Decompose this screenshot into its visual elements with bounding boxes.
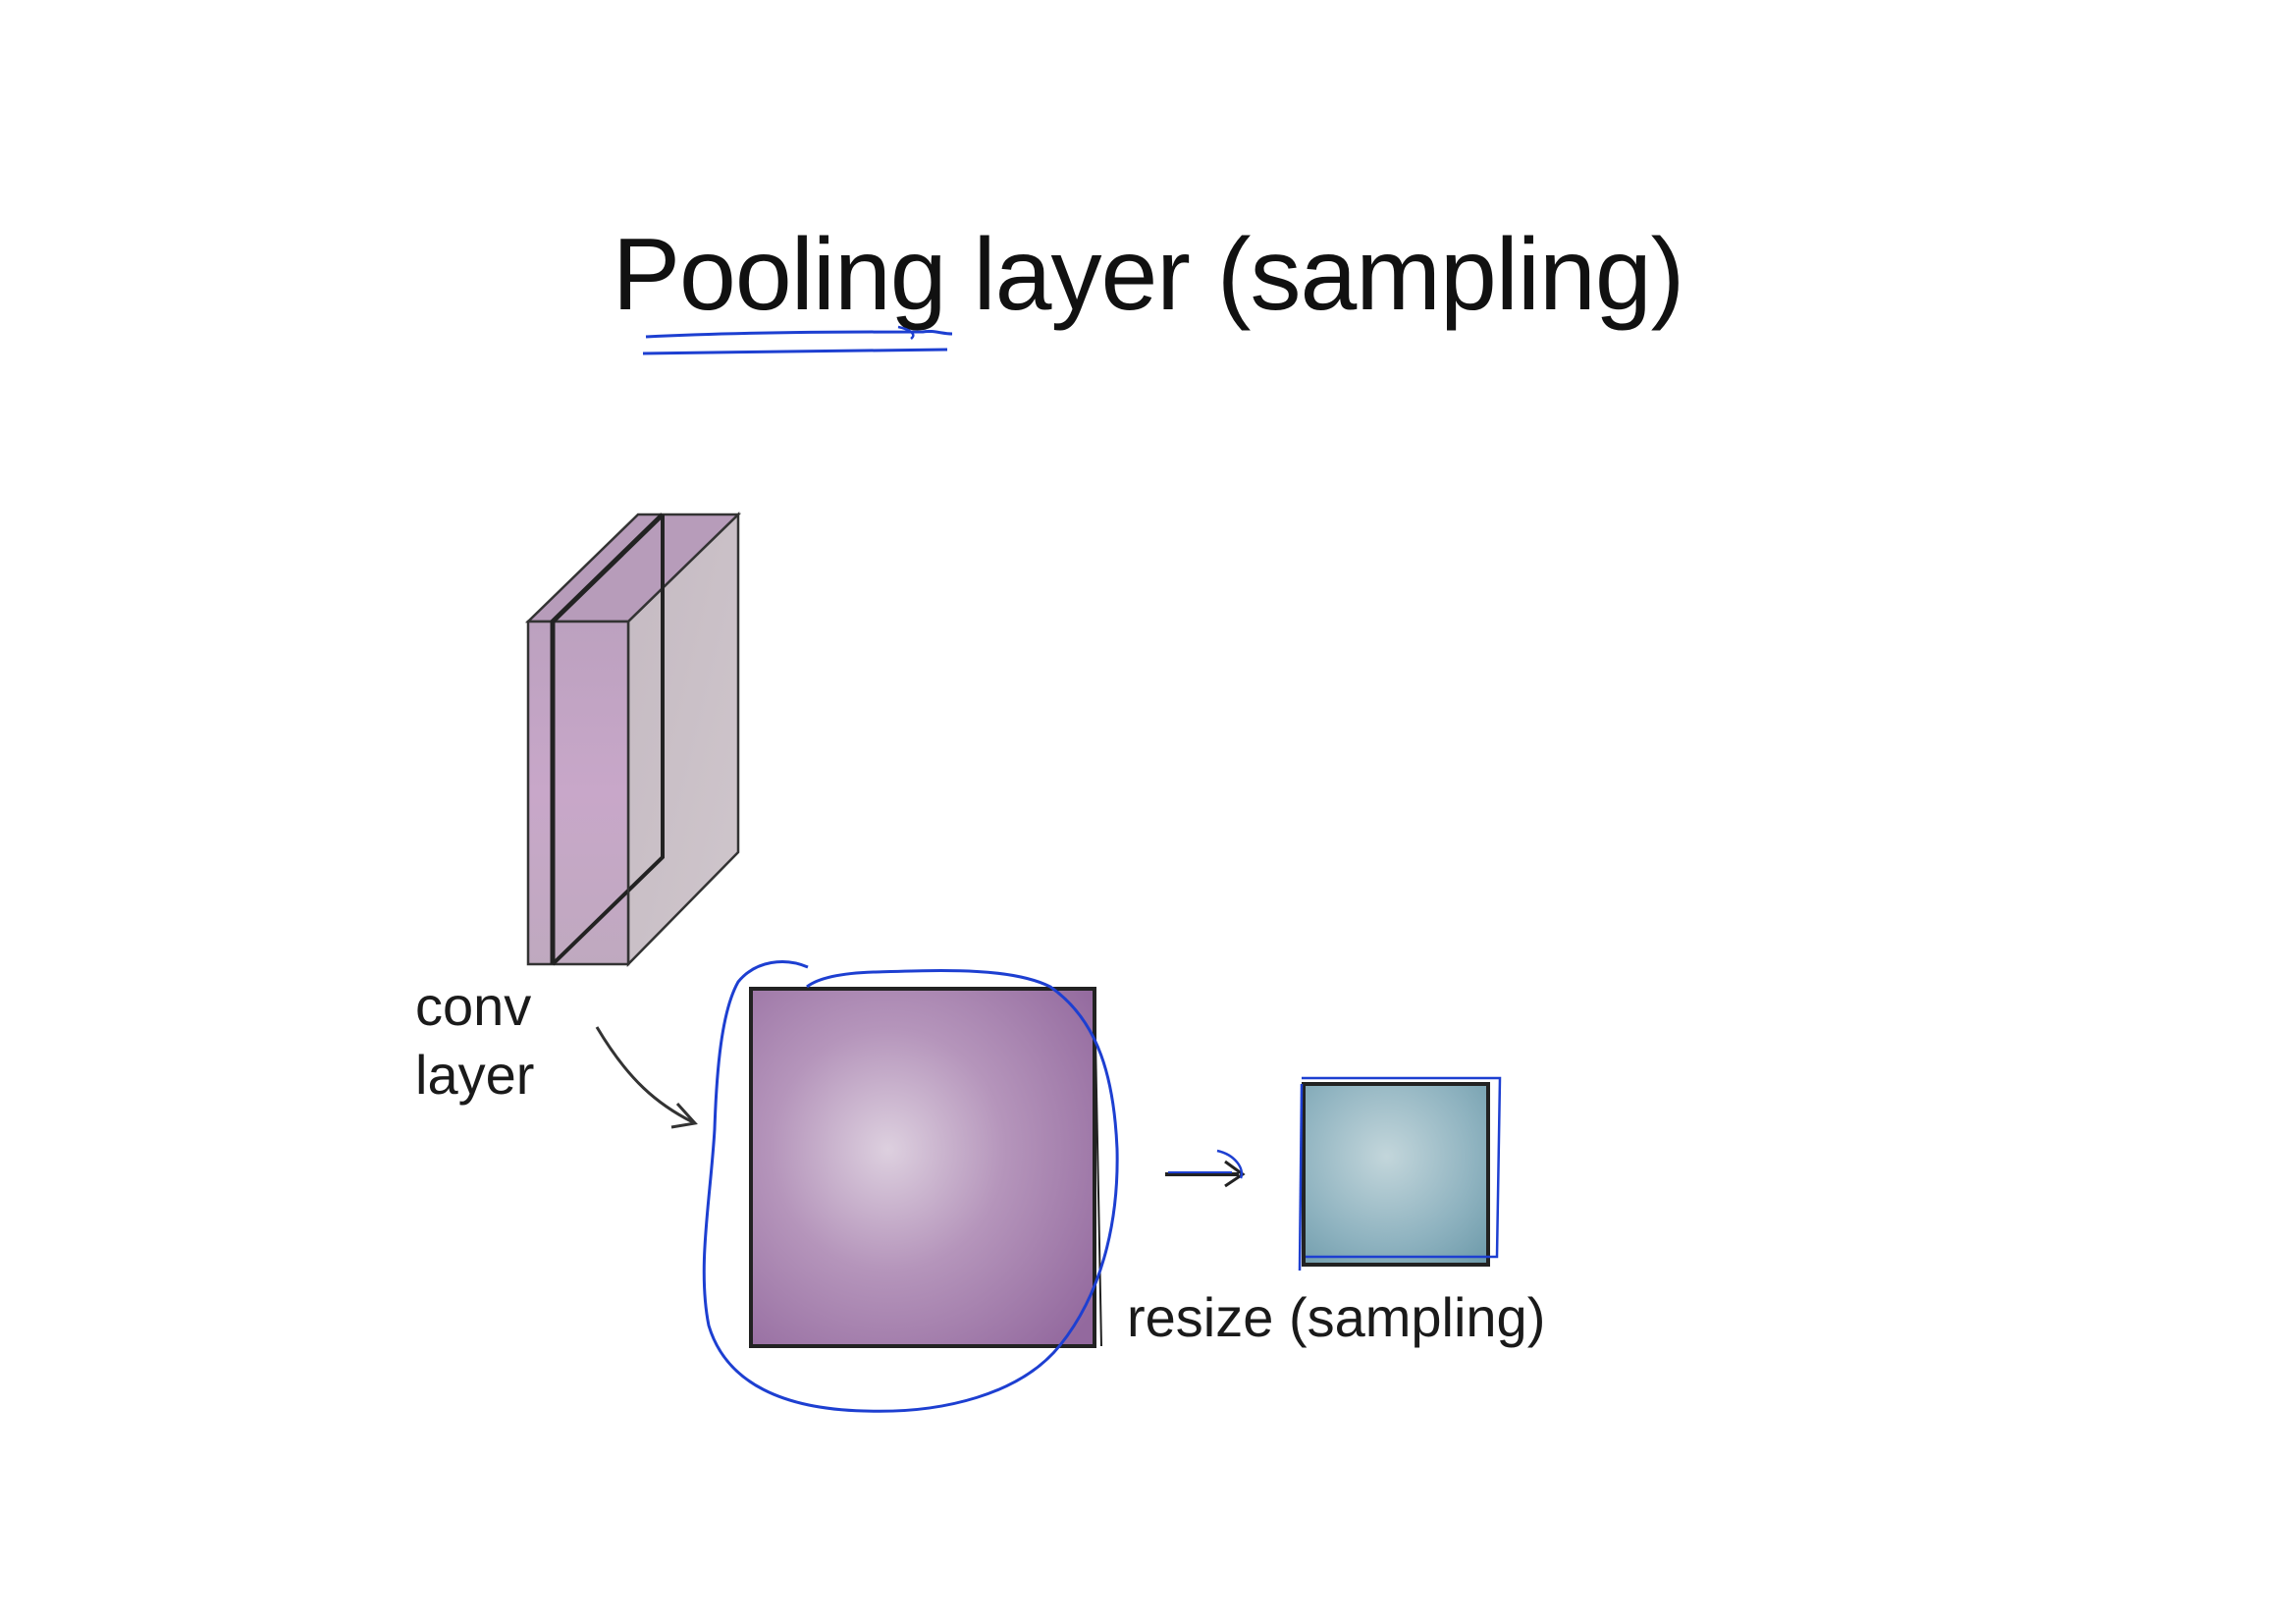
curved-arrow-icon [595,1026,698,1129]
right-arrow-icon [1165,1149,1246,1188]
conv-layer-label: conv layer [415,972,534,1110]
title-underline-annotation [642,325,953,355]
pooled-map-square [1298,1076,1502,1272]
feature-map-square [749,987,1102,1348]
conv-volume-icon [524,512,742,968]
conv-label-line-1: conv [415,975,532,1037]
hand-drawn-circle-annotation [702,960,1119,1413]
page-title: Pooling layer (sampling) [612,218,1685,332]
conv-label-line-2: layer [415,1044,535,1106]
resize-label: resize (sampling) [1127,1286,1546,1348]
